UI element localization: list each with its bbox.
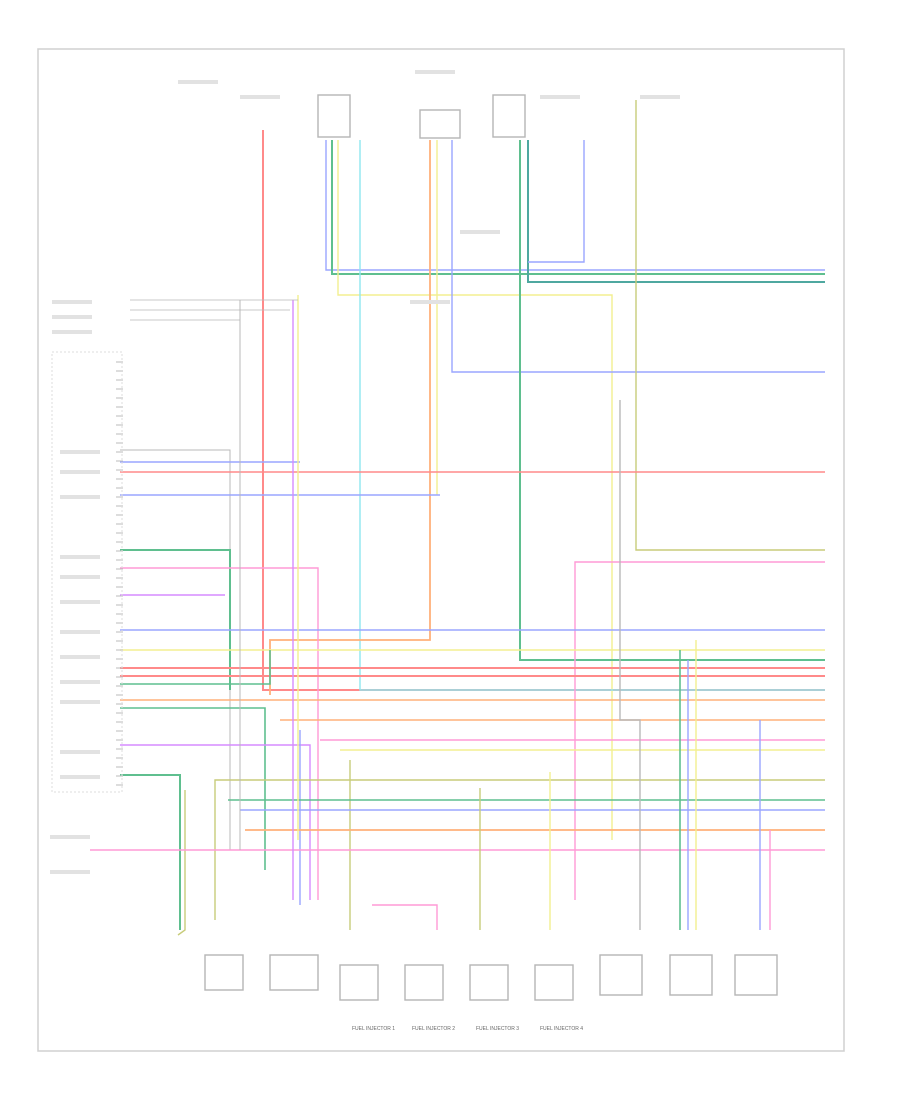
injector-3	[469, 964, 509, 1001]
fine-print-label	[540, 95, 580, 99]
sensor-connector	[317, 94, 351, 138]
wire-pink	[120, 567, 319, 900]
fine-print-label	[410, 300, 450, 304]
pcm-connector	[51, 351, 123, 793]
wire-green	[120, 549, 231, 690]
sensor-connector	[669, 954, 713, 996]
sensor-connector	[599, 954, 643, 996]
injector-1-label: FUEL INJECTOR 1	[352, 1026, 395, 1032]
wire-green	[120, 774, 181, 930]
fine-print-label	[60, 575, 100, 579]
wire-green	[120, 650, 271, 685]
injector-1	[339, 964, 379, 1001]
wire-olive	[635, 100, 825, 551]
wire-violet	[120, 744, 311, 900]
fine-print-label	[415, 70, 455, 74]
wire-pink	[372, 904, 438, 930]
sensor-connector	[204, 954, 244, 991]
fine-print-label	[52, 330, 92, 334]
sensor-connector	[734, 954, 778, 996]
fine-print-label	[50, 870, 90, 874]
wire-teal	[527, 140, 825, 283]
fine-print-label	[50, 835, 90, 839]
wire-gray	[120, 449, 231, 850]
wire-green	[519, 140, 825, 661]
fine-print-label	[52, 300, 92, 304]
fine-print-label	[60, 555, 100, 559]
injector-3-label: FUEL INJECTOR 3	[476, 1026, 519, 1032]
injector-4-label: FUEL INJECTOR 4	[540, 1026, 583, 1032]
fine-print-label	[60, 680, 100, 684]
wire-green	[331, 140, 825, 275]
wire-blue	[528, 140, 585, 263]
wire-olive	[177, 790, 186, 936]
fine-print-label	[60, 750, 100, 754]
sensor-connector	[419, 109, 461, 139]
wire-green	[120, 707, 266, 870]
injector-4	[534, 964, 574, 1001]
fine-print-label	[60, 700, 100, 704]
fine-print-label	[460, 230, 500, 234]
component-labels: FUEL INJECTOR 1 FUEL INJECTOR 2 FUEL INJ…	[352, 1026, 583, 1032]
fine-print-label	[178, 80, 218, 84]
wire-blue	[325, 140, 825, 271]
fine-print-label	[60, 495, 100, 499]
wires	[90, 100, 825, 936]
sensor-connector	[492, 94, 526, 138]
wire-blue	[451, 140, 825, 373]
fine-print-label	[240, 95, 280, 99]
fine-print-label	[640, 95, 680, 99]
wire-yellow	[337, 140, 613, 840]
fine-print-label	[60, 775, 100, 779]
fine-print-label	[60, 630, 100, 634]
fine-print-label	[60, 600, 100, 604]
injector-2	[404, 964, 444, 1001]
wire-pink	[574, 561, 825, 900]
wire-gray	[619, 400, 641, 930]
components	[50, 70, 778, 1001]
wire-cyan	[359, 140, 825, 691]
injector-2-label: FUEL INJECTOR 2	[412, 1026, 455, 1032]
fine-print-label	[52, 315, 92, 319]
fine-print-label	[60, 450, 100, 454]
fine-print-label	[60, 470, 100, 474]
fine-print-label	[60, 655, 100, 659]
sensor-connector	[269, 954, 319, 991]
